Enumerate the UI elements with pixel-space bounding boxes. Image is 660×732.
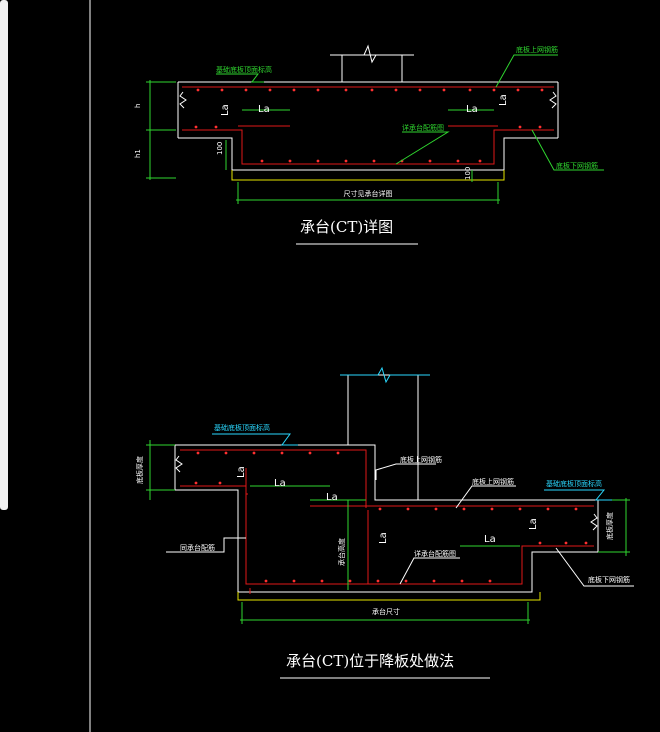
top-cap-size-note: 尺寸见承台详图 bbox=[344, 189, 393, 198]
top-detail: h h1 100 尺寸见承台详图 100 La La La La 基础底板顶面标… bbox=[134, 44, 604, 245]
top-dim-100-bottom: 100 bbox=[464, 167, 472, 180]
bottom-cap-size-note: 承台尺寸 bbox=[372, 607, 400, 616]
top-column-outline bbox=[341, 54, 403, 82]
bottom-slab-top-mesh-note-2: 底板上网钢筋 bbox=[472, 477, 514, 486]
top-detail-title: 承台(CT)详图 bbox=[300, 218, 393, 236]
bottom-slab-bottom-mesh-note: 底板下网钢筋 bbox=[588, 575, 630, 584]
bottom-slab-top-edge bbox=[175, 444, 598, 501]
bottom-detail: 底板厚度 底板厚度 承台高度 承台尺寸 La La La La La La 基础… bbox=[135, 366, 634, 679]
bottom-cap-rebar-note: 详承台配筋图 bbox=[414, 549, 456, 558]
top-base-top-note: 基础底板顶面标高 bbox=[216, 65, 272, 74]
top-right-break-squiggle bbox=[549, 91, 557, 109]
bottom-base-top-note-right: 基础底板顶面标高 bbox=[546, 479, 602, 488]
bottom-base-top-note-left: 基础底板顶面标高 bbox=[214, 423, 270, 432]
bottom-cap-height-note: 承台高度 bbox=[337, 538, 346, 566]
top-slab-bottom-mesh-note: 底板下网钢筋 bbox=[556, 161, 598, 170]
bottom-cap-bottom-rebar bbox=[180, 485, 594, 585]
bottom-cap-outline bbox=[175, 489, 598, 593]
bottom-detail-title: 承台(CT)位于降板处做法 bbox=[286, 652, 454, 670]
left-panel-edge[interactable] bbox=[0, 0, 8, 510]
top-dim-h: h bbox=[134, 104, 142, 108]
top-la-1: La bbox=[258, 104, 270, 115]
top-cap-bottom-rebar bbox=[182, 129, 554, 165]
top-la-4: La bbox=[498, 94, 509, 106]
top-cap-outline bbox=[178, 137, 558, 171]
bottom-la-4: La bbox=[378, 532, 389, 544]
top-slab-top-mesh-note: 底板上网钢筋 bbox=[516, 45, 558, 54]
top-column-break bbox=[330, 44, 414, 64]
top-cap-rebar-note: 详承台配筋图 bbox=[402, 123, 444, 132]
bottom-la-6: La bbox=[528, 518, 539, 530]
top-dim-h1: h1 bbox=[134, 149, 142, 158]
bottom-cushion-layer bbox=[237, 592, 541, 601]
bottom-cap-rebar-note-2: 同承台配筋 bbox=[180, 543, 215, 552]
bottom-rebar-dots bbox=[194, 451, 588, 583]
bottom-upper-top-rebar bbox=[180, 449, 367, 508]
bottom-la-2: La bbox=[236, 466, 247, 478]
bottom-slab-top-mesh-note: 底板上网钢筋 bbox=[400, 455, 442, 464]
bottom-la-5: La bbox=[484, 534, 496, 545]
top-cushion-layer bbox=[231, 170, 505, 181]
bottom-column-outline bbox=[347, 374, 419, 500]
bottom-column-break bbox=[340, 366, 430, 384]
bottom-la-1: La bbox=[274, 478, 286, 489]
top-la-3: La bbox=[466, 104, 478, 115]
bottom-la-3: La bbox=[326, 492, 338, 503]
bottom-slab-thickness-left: 底板厚度 bbox=[135, 456, 144, 484]
top-rebar-dots bbox=[194, 88, 544, 163]
bottom-slab-thickness-right: 底板厚度 bbox=[605, 512, 614, 540]
top-left-break-squiggle bbox=[179, 91, 187, 109]
top-dim-100-left: 100 bbox=[216, 142, 224, 155]
top-la-2: La bbox=[220, 104, 231, 116]
